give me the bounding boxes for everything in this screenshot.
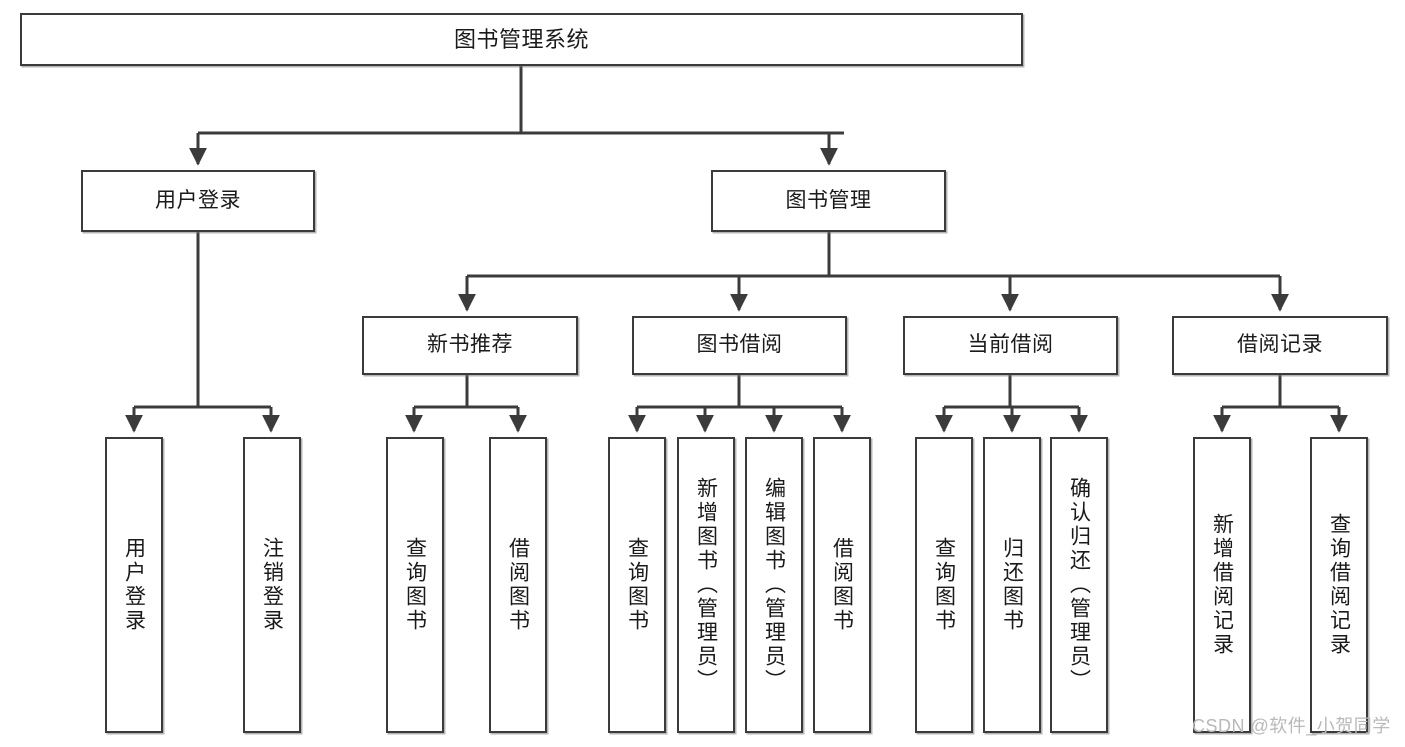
node-root-system[interactable]: 图书管理系统 <box>20 13 1023 66</box>
node-label: 查询图书 <box>932 537 956 633</box>
leaf-borrow-borrow-book[interactable]: 借阅图书 <box>813 437 871 733</box>
node-label: 新增借阅记录 <box>1210 513 1234 657</box>
leaf-current-query-book[interactable]: 查询图书 <box>915 437 973 733</box>
node-label: 查询借阅记录 <box>1327 513 1351 657</box>
leaf-record-query-record[interactable]: 查询借阅记录 <box>1310 437 1368 733</box>
node-label: 归还图书 <box>1000 537 1024 633</box>
leaf-record-add-record[interactable]: 新增借阅记录 <box>1193 437 1251 733</box>
node-label: 图书管理 <box>785 188 872 212</box>
leaf-borrow-query-book[interactable]: 查询图书 <box>608 437 666 733</box>
node-book-management[interactable]: 图书管理 <box>711 170 946 232</box>
node-label: 确认归还（管理员） <box>1067 477 1091 693</box>
csdn-watermark: CSDN @软件_小贺同学 <box>1192 716 1391 736</box>
node-label: 用户登录 <box>122 537 146 633</box>
node-label: 查询图书 <box>625 537 649 633</box>
node-label: 图书管理系统 <box>453 26 589 52</box>
node-label: 新增图书（管理员） <box>694 477 718 693</box>
node-label: 编辑图书（管理员） <box>762 477 786 693</box>
leaf-recommend-borrow-book[interactable]: 借阅图书 <box>489 437 547 733</box>
node-user-login[interactable]: 用户登录 <box>81 170 315 232</box>
node-label: 图书借阅 <box>696 333 783 357</box>
leaf-user-login-login[interactable]: 用户登录 <box>105 437 163 733</box>
node-book-borrow[interactable]: 图书借阅 <box>632 316 847 375</box>
leaf-borrow-add-book-admin[interactable]: 新增图书（管理员） <box>677 437 735 733</box>
node-label: 借阅记录 <box>1237 333 1323 357</box>
node-label: 查询图书 <box>403 537 427 633</box>
leaf-recommend-query-book[interactable]: 查询图书 <box>386 437 444 733</box>
node-label: 借阅图书 <box>830 537 854 633</box>
leaf-user-login-logout[interactable]: 注销登录 <box>243 437 301 733</box>
node-borrow-record[interactable]: 借阅记录 <box>1172 316 1388 375</box>
node-current-borrow[interactable]: 当前借阅 <box>903 316 1118 375</box>
node-label: 注销登录 <box>260 537 284 633</box>
leaf-borrow-edit-book-admin[interactable]: 编辑图书（管理员） <box>745 437 803 733</box>
node-new-book-recommend[interactable]: 新书推荐 <box>362 316 578 375</box>
node-label: 借阅图书 <box>506 537 530 633</box>
node-label: 用户登录 <box>155 188 241 212</box>
leaf-current-return-book[interactable]: 归还图书 <box>983 437 1041 733</box>
node-label: 当前借阅 <box>967 333 1054 357</box>
node-label: 新书推荐 <box>427 333 513 357</box>
leaf-current-confirm-return-admin[interactable]: 确认归还（管理员） <box>1050 437 1108 733</box>
